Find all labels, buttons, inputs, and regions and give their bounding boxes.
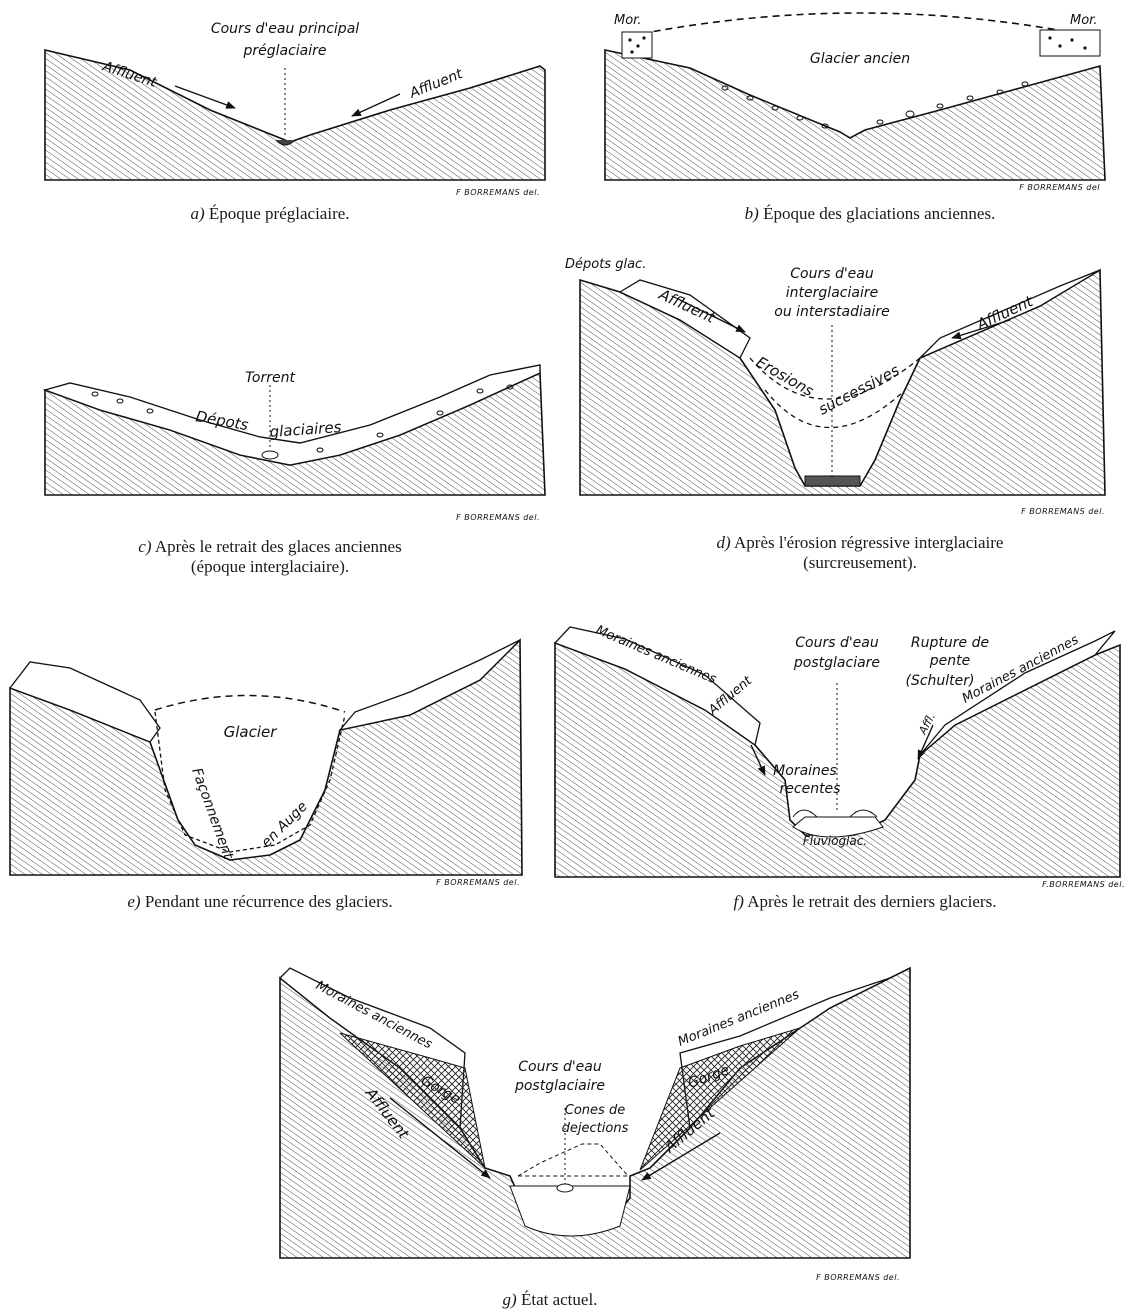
caption-a: a) Époque préglaciaire. [40, 204, 500, 224]
panel-g: Moraines anciennes Moraines anciennes Go… [270, 958, 920, 1316]
label-depots-glac: Dépots glac. [565, 257, 646, 272]
caption-c: c) Après le retrait des glaces anciennes… [40, 537, 500, 577]
caption-g: g) État actuel. [270, 1290, 830, 1310]
label-mor-right: Mor. [1070, 13, 1097, 28]
label-pente: pente [929, 653, 970, 669]
label-moraines-recentes-2: recentes [780, 781, 841, 797]
label-moraines-recentes-1: Moraines [773, 763, 837, 779]
panel-f-diagram: Moraines anciennes Affluent Cours d'eau … [555, 605, 1135, 890]
panel-a: Cours d'eau principal préglaciaire Afflu… [40, 0, 550, 230]
panel-d: Dépots glac. Affluent Affluent Cours d'e… [560, 250, 1120, 580]
panel-g-diagram: Moraines anciennes Moraines anciennes Go… [270, 958, 920, 1293]
label-affl: Affl. [916, 711, 938, 737]
label-cones-de: Cones de [565, 1103, 625, 1118]
caption-b: b) Époque des glaciations anciennes. [640, 204, 1100, 224]
signature-b: F BORREMANS del [1019, 183, 1100, 192]
label-postglaciare: postglaciare [793, 655, 880, 671]
panel-a-diagram: Cours d'eau principal préglaciaire Afflu… [40, 0, 550, 200]
panel-c-diagram: Torrent Dépots glaciaires F BORREMANS de… [40, 265, 550, 525]
label-cours-eau: Cours d'eau [795, 635, 879, 651]
caption-f: f) Après le retrait des derniers glacier… [615, 892, 1115, 912]
caption-d: d) Après l'érosion régressive interglaci… [600, 533, 1120, 573]
signature-f: F.BORREMANS del. [1042, 880, 1125, 889]
label-fluvioglac: Fluvioglac. [803, 834, 867, 848]
signature-a: F BORREMANS del. [456, 188, 540, 197]
caption-e: e) Pendant une récurrence des glaciers. [10, 892, 510, 912]
label-preglacial: préglaciaire [242, 43, 326, 59]
label-interstadiaire: ou interstadiaire [774, 304, 890, 320]
panel-f: Moraines anciennes Affluent Cours d'eau … [555, 605, 1135, 940]
signature-e: F BORREMANS del. [436, 878, 520, 887]
label-torrent: Torrent [245, 370, 295, 386]
label-successives: successives [815, 361, 902, 419]
panel-e: Glacier Façonnement en Auge F BORREMANS … [10, 620, 540, 940]
signature-d: F BORREMANS del. [1021, 507, 1105, 516]
label-glacier: Glacier [224, 723, 278, 741]
label-mor-left: Mor. [614, 13, 641, 28]
panel-d-diagram: Dépots glac. Affluent Affluent Cours d'e… [560, 250, 1120, 525]
label-dejections: dejections [562, 1121, 629, 1136]
label-interglaciaire: interglaciaire [786, 285, 878, 301]
label-cours-eau: Cours d'eau [518, 1059, 602, 1075]
panel-b: Mor. Mor. Glacier ancien F BORREMANS del… [600, 0, 1120, 230]
panel-b-diagram: Mor. Mor. Glacier ancien F BORREMANS del [600, 0, 1120, 200]
label-main-river: Cours d'eau principal [211, 21, 359, 37]
signature-c: F BORREMANS del. [456, 513, 540, 522]
panel-e-diagram: Glacier Façonnement en Auge F BORREMANS … [10, 620, 540, 890]
label-rupture: Rupture de [911, 635, 989, 651]
signature-g: F BORREMANS del. [816, 1273, 900, 1282]
label-postglaciaire: postglaciaire [514, 1078, 605, 1094]
label-cours-eau: Cours d'eau [790, 266, 874, 282]
panel-c: Torrent Dépots glaciaires F BORREMANS de… [40, 265, 550, 580]
label-schulter: (Schulter) [905, 673, 974, 689]
label-glacier-ancien: Glacier ancien [810, 51, 910, 67]
